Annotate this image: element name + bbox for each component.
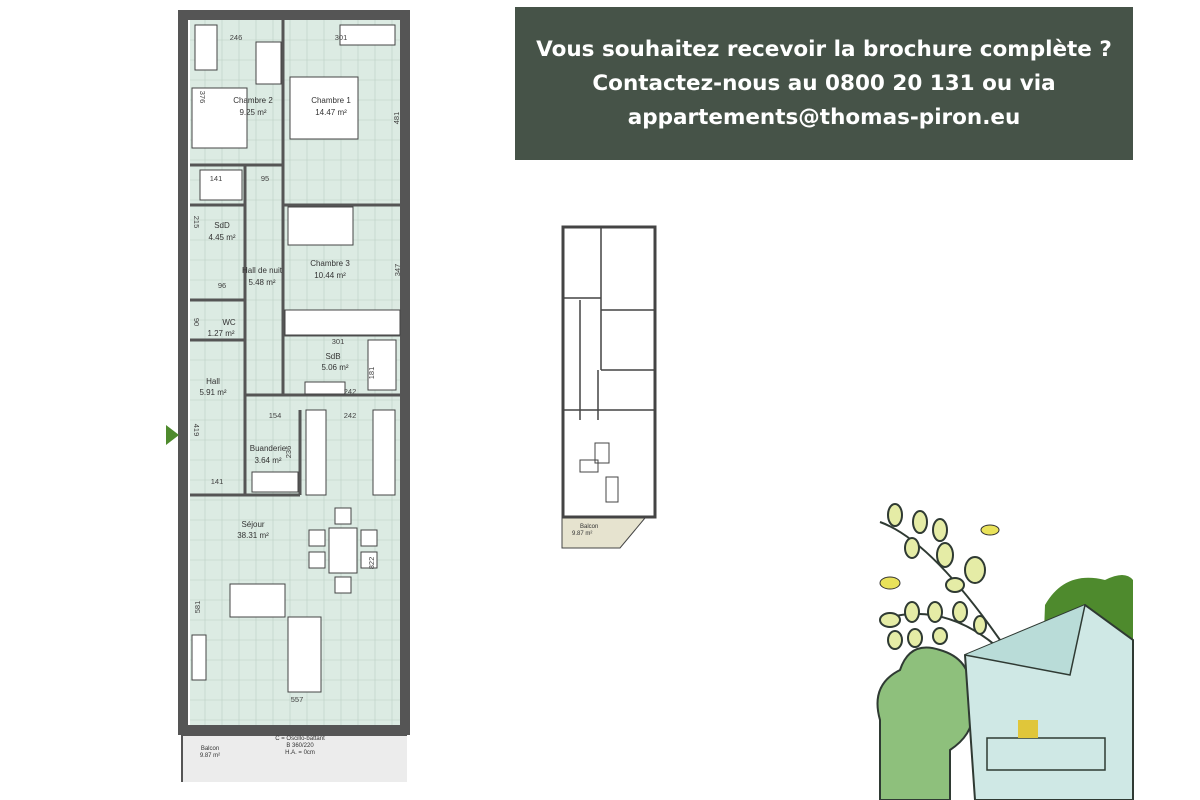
chair: [360, 529, 378, 547]
room-area: 4.45 m²: [208, 233, 235, 242]
dimension: 215: [192, 216, 201, 229]
room-name: Chambre 1: [311, 96, 351, 105]
dimension: 246: [230, 33, 243, 42]
dimension: 376: [198, 91, 207, 104]
dimension: 481: [392, 112, 401, 125]
window-note: B 360/220: [286, 743, 314, 749]
room-area: 10.44 m²: [314, 271, 346, 280]
room-name: Hall: [206, 377, 220, 386]
bed: [287, 206, 354, 246]
sofa: [287, 616, 322, 693]
banner-line-1: Vous souhaitez recevoir la brochure comp…: [536, 36, 1112, 62]
room-area: 38.31 m²: [237, 531, 269, 540]
dimension: 242: [344, 411, 357, 420]
bed: [289, 76, 359, 140]
window-note: H.A. = 0cm: [285, 750, 315, 756]
dimension: 181: [367, 367, 376, 380]
room-name: SdB: [325, 352, 340, 361]
bathtub: [199, 169, 243, 201]
room-area: 14.47 m²: [315, 108, 347, 117]
chair: [308, 529, 326, 547]
room-name: Hall de nuit: [242, 266, 283, 275]
room-area: 9.25 m²: [239, 108, 266, 117]
room-name: WC: [222, 318, 236, 327]
kitchen-counter: [305, 409, 327, 496]
room-area: 1.27 m²: [207, 329, 234, 338]
room-name: Séjour: [241, 520, 264, 529]
dimension: 96: [218, 281, 226, 290]
wardrobe: [194, 24, 218, 71]
balcony-area: [182, 732, 407, 782]
room-name: Chambre 2: [233, 96, 273, 105]
dimension: 822: [367, 557, 376, 570]
wardrobe: [284, 309, 401, 336]
room-area: 9.87 m²: [200, 753, 220, 759]
room-area: 5.48 m²: [248, 278, 275, 287]
chair: [360, 551, 378, 569]
kitchen-counter: [372, 409, 396, 496]
chair: [334, 576, 352, 594]
dimension: 557: [291, 695, 304, 704]
sofa: [229, 583, 286, 618]
dimension: 419: [192, 424, 201, 437]
dimension: 301: [335, 33, 348, 42]
window-note: C = Oscillo-battant: [275, 736, 325, 742]
dimension: 141: [211, 477, 224, 486]
room-name: SdD: [214, 221, 230, 230]
dimension: 236: [284, 446, 293, 459]
dimension: 581: [193, 601, 202, 614]
desk: [255, 41, 282, 85]
room-name: Chambre 3: [310, 259, 350, 268]
bathtub: [367, 339, 397, 391]
contact-banner: Vous souhaitez recevoir la brochure comp…: [515, 7, 1133, 160]
room-area: 5.06 m²: [321, 363, 348, 372]
banner-line-2: Contactez-nous au 0800 20 131 ou via: [592, 70, 1056, 96]
bed: [191, 87, 248, 149]
room-name: Balcon: [201, 746, 219, 752]
washing-machine: [251, 471, 299, 493]
dimension: 90: [192, 318, 201, 326]
chair: [334, 507, 352, 525]
furniture: [191, 24, 401, 693]
room-name: Buanderie: [250, 444, 287, 453]
dining-table: [328, 527, 358, 574]
room-labels: Chambre 2 9.25 m² Chambre 1 14.47 m² SdD…: [199, 96, 351, 759]
chair: [308, 551, 326, 569]
dimension: 242: [344, 387, 357, 396]
dimension: 347: [393, 264, 402, 277]
room-area: 5.91 m²: [199, 388, 226, 397]
dimension-labels: 246 301 376 481 141 95 215 96 347 90 301…: [192, 33, 402, 704]
entrance-arrow-icon: [166, 425, 179, 445]
dimension: 95: [261, 174, 269, 183]
cabinet: [191, 634, 207, 681]
room-area: 3.64 m²: [254, 456, 281, 465]
banner-line-3: appartements@thomas-piron.eu: [627, 104, 1021, 130]
wardrobe: [339, 24, 396, 46]
dimension: 141: [210, 174, 223, 183]
dimension: 154: [269, 411, 282, 420]
sink: [304, 381, 346, 395]
dimension: 301: [332, 337, 345, 346]
